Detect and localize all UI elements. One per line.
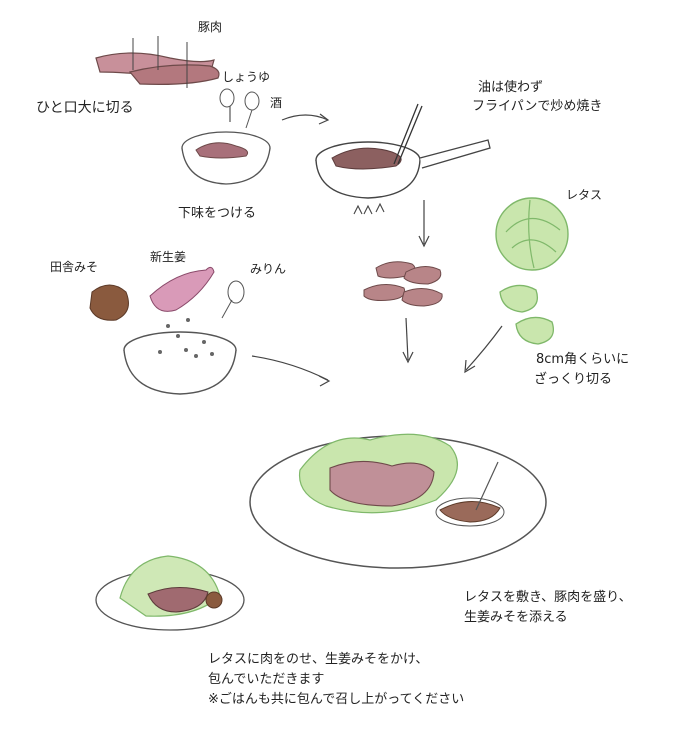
final-label-line2: 包んでいただきます — [208, 672, 325, 687]
wrapped-lettuce — [95, 555, 245, 631]
miso-bowl — [123, 318, 237, 395]
cut-lettuce-line1: 8cm角くらいに — [536, 352, 630, 367]
raw-pork-slices — [95, 36, 220, 88]
lettuce-label: レタス — [566, 188, 603, 202]
cut-lettuce-line2: ざっくり切る — [534, 372, 613, 387]
plate-label-line2: 生姜みそを添える — [464, 610, 568, 625]
arrow-icon — [281, 114, 329, 121]
marinade-bowl — [181, 88, 271, 185]
plate-label-line1: レタスを敷き、豚肉を盛り、 — [464, 590, 632, 605]
soy-sauce-label: しょうゆ — [222, 70, 271, 84]
cooked-pork — [363, 261, 443, 307]
mirin-label: みりん — [250, 262, 287, 276]
ginger-label: 新生姜 — [150, 250, 187, 264]
miso-ginger-mirin — [89, 266, 245, 321]
frying-pan — [315, 103, 491, 215]
pan-label-line2: フライパンで炒め焼き — [472, 99, 603, 114]
pan-label-line1: 油は使わず — [478, 80, 544, 95]
marinate-label: 下味をつける — [178, 206, 257, 221]
cut-pork-label: ひと口大に切る — [36, 100, 134, 116]
lettuce-leaves — [499, 284, 555, 345]
pork-label: 豚肉 — [198, 20, 223, 34]
miso-label: 田舎みそ — [50, 260, 99, 274]
lettuce-head — [495, 197, 569, 271]
serving-plate — [249, 433, 547, 569]
final-label-line1: レタスに肉をのせ、生姜みそをかけ、 — [208, 652, 429, 667]
final-label-line3: ※ごはんも共に包んで召し上がってください — [208, 692, 465, 707]
sake-label: 酒 — [270, 96, 283, 110]
